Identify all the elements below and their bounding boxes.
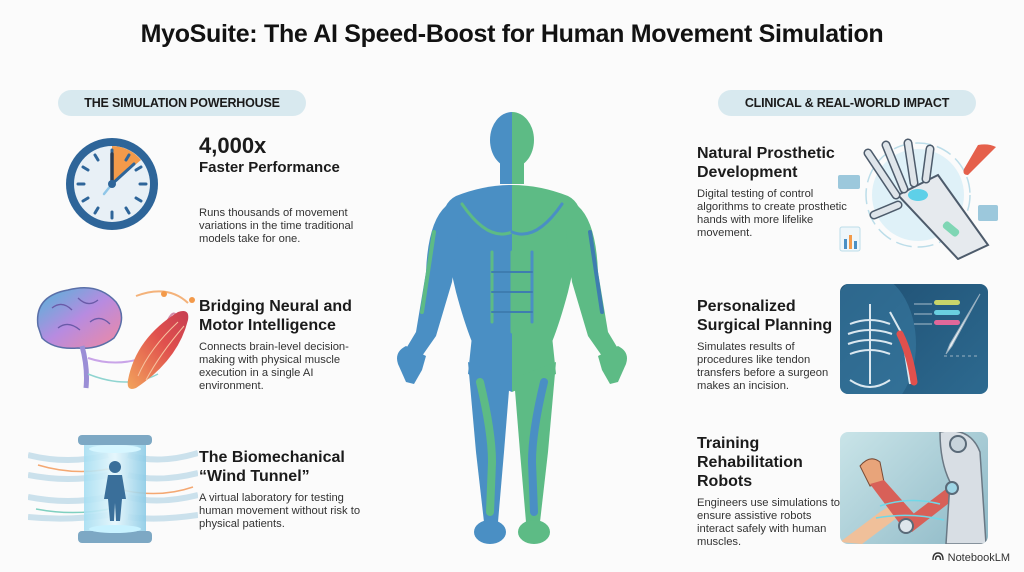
wind-tunnel-icon bbox=[27, 425, 199, 550]
feature-title: Natural Prosthetic Development bbox=[697, 145, 835, 181]
feature-description: A virtual laboratory for testing human m… bbox=[199, 492, 361, 530]
feature-description: Simulates results of procedures like ten… bbox=[697, 341, 829, 392]
notebooklm-branding: NotebookLM bbox=[931, 551, 1010, 564]
feature-title: Faster Performance bbox=[199, 159, 340, 176]
clock-icon bbox=[62, 134, 162, 234]
robotic-hand-icon bbox=[838, 135, 1010, 261]
page-title: MyoSuite: The AI Speed-Boost for Human M… bbox=[140, 20, 884, 48]
feature-description: Runs thousands of movement variations in… bbox=[199, 207, 354, 245]
brain-muscle-icon bbox=[28, 278, 198, 398]
rehab-robot-icon bbox=[840, 432, 988, 544]
human-muscle-figure-icon bbox=[392, 112, 632, 557]
feature-faster-performance: 4,000x Faster Performance Runs thousands… bbox=[199, 134, 379, 246]
branding-label: NotebookLM bbox=[947, 551, 1010, 564]
notebooklm-logo-icon bbox=[931, 551, 944, 564]
feature-title: Personalized Surgical Planning bbox=[697, 298, 833, 334]
feature-description: Engineers use simulations to ensure assi… bbox=[697, 497, 841, 548]
feature-neural-motor: Bridging Neural and Motor Intelligence C… bbox=[199, 297, 379, 393]
feature-description: Digital testing of control algorithms to… bbox=[697, 188, 847, 239]
skeleton-scalpel-icon bbox=[840, 284, 988, 394]
feature-wind-tunnel: The Biomechanical “Wind Tunnel” A virtua… bbox=[199, 448, 379, 531]
feature-title: The Biomechanical “Wind Tunnel” bbox=[199, 449, 345, 485]
section-label-impact: CLINICAL & REAL-WORLD IMPACT bbox=[718, 90, 976, 116]
feature-rehab-robots: Training Rehabilitation Robots Engineers… bbox=[697, 434, 847, 549]
feature-title: Training Rehabilitation Robots bbox=[697, 435, 803, 490]
feature-headline: 4,000x bbox=[199, 133, 267, 158]
feature-description: Connects brain-level decision-making wit… bbox=[199, 341, 349, 392]
feature-prosthetic: Natural Prosthetic Development Digital t… bbox=[697, 144, 847, 240]
section-label-simulation: THE SIMULATION POWERHOUSE bbox=[58, 90, 306, 116]
feature-title: Bridging Neural and Motor Intelligence bbox=[199, 298, 352, 334]
feature-surgical-planning: Personalized Surgical Planning Simulates… bbox=[697, 297, 847, 393]
